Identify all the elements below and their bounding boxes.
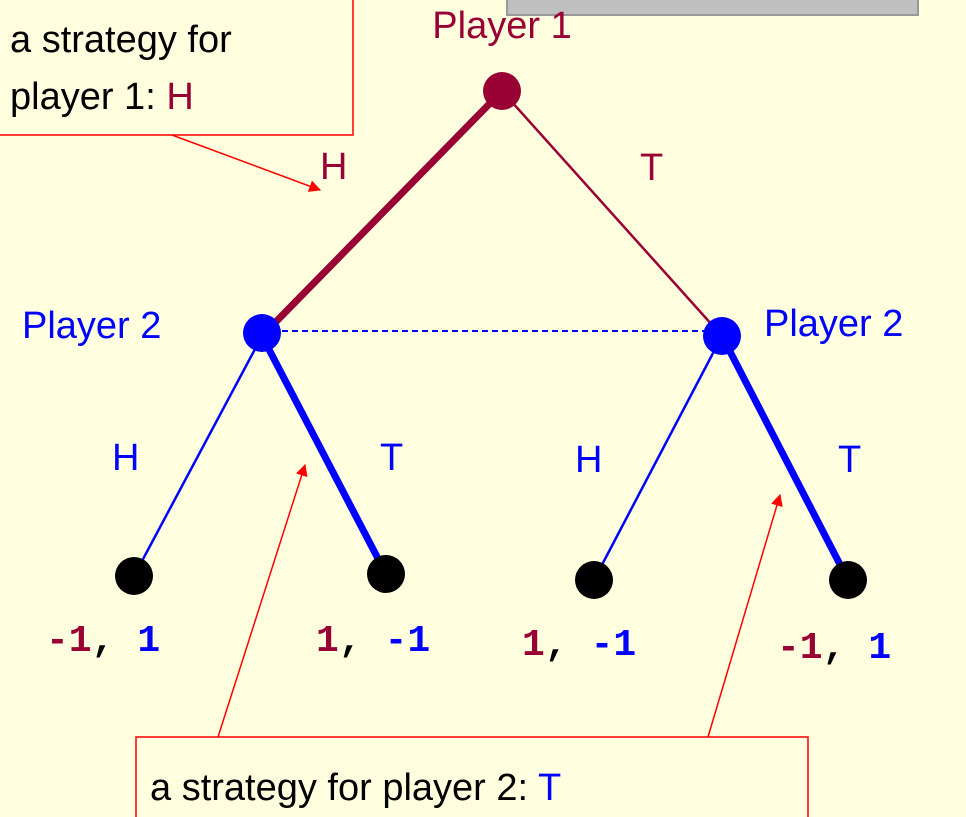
callout-p1-line1: a strategy for [10,19,232,61]
p2-left-t-edge [258,334,390,576]
edge-label-p1-h: H [320,146,347,188]
payoff-3-sep: , [545,624,568,667]
payoff-3-p1: 1 [522,624,545,667]
payoff-1-p1: -1 [46,620,92,663]
callout-p1-move: H [166,76,193,118]
terminal-node-2 [367,555,405,593]
terminal-node-3 [575,561,613,599]
player1-label: Player 1 [432,5,571,47]
callout-p2-prefix: a strategy for player 2: [150,767,538,809]
edge-label-p2-right-t: T [838,439,861,481]
payoff-1-p2: 1 [137,620,160,663]
p1-t-edge [501,90,723,337]
player2-right-node [703,317,741,355]
terminal-node-1 [115,557,153,595]
player1-node [483,72,521,110]
terminal-node-4 [829,561,867,599]
p2-left-h-edge [132,335,264,577]
callout-p2-text: a strategy for player 2: T [150,767,561,809]
callout-p1-arrow [171,134,322,192]
callout-p1-line2: player 1: H [10,76,194,118]
payoff-4-sep: , [823,627,846,670]
edge-label-p2-left-t: T [380,437,403,479]
payoff-4: -1, 1 [777,627,891,670]
payoff-3-p2: -1 [591,624,637,667]
payoff-1: -1, 1 [46,620,160,663]
header-box [506,0,919,16]
edge-label-p2-right-h: H [575,439,602,481]
callout-p2-box [135,736,809,817]
callout-p2-move: T [538,767,561,809]
p2-right-t-edge [718,334,852,582]
payoff-3: 1, -1 [522,624,636,667]
payoff-2-p1: 1 [316,620,339,663]
player2-left-label: Player 2 [22,305,161,347]
callout-p2-arrow-right [707,493,783,738]
payoff-2-sep: , [339,620,362,663]
payoff-4-p1: -1 [777,627,823,670]
p2-right-h-edge [592,335,724,581]
payoff-2-p2: -1 [385,620,431,663]
callout-p2-arrow-left [217,463,308,738]
player2-right-label: Player 2 [764,303,903,345]
payoff-1-sep: , [92,620,115,663]
p1-h-edge [259,88,505,339]
payoff-2: 1, -1 [316,620,430,663]
callout-p1-box [0,0,354,136]
payoff-4-p2: 1 [868,627,891,670]
edge-label-p2-left-h: H [112,437,139,479]
callout-p1-prefix: player 1: [10,76,166,118]
edge-label-p1-t: T [640,147,663,189]
player2-left-node [243,314,281,352]
